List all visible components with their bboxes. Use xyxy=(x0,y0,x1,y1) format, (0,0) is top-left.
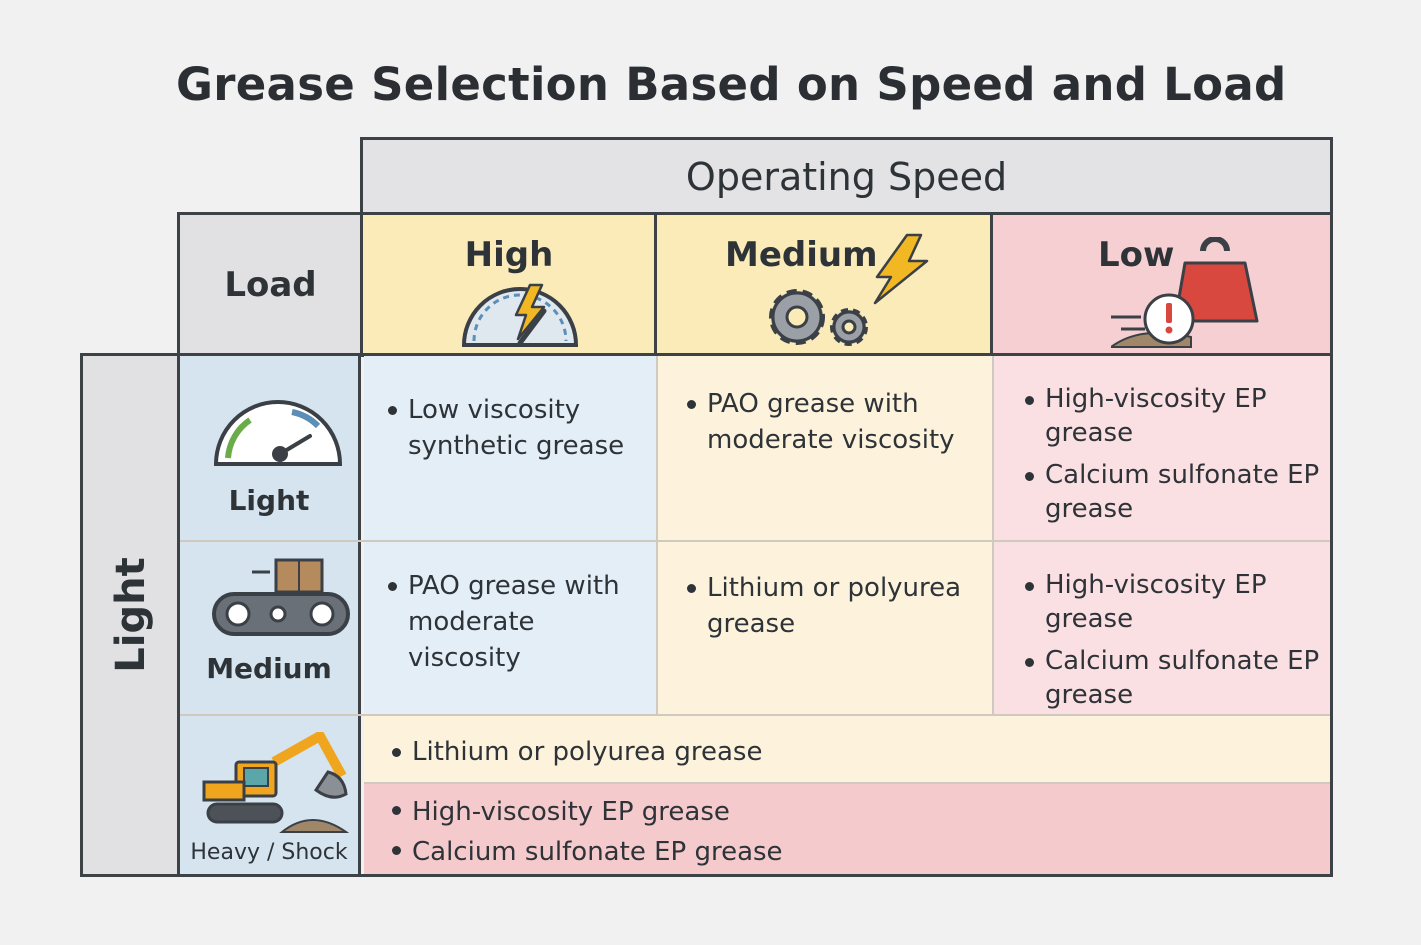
column-high-label: High xyxy=(464,235,554,275)
gears-lightning-icon xyxy=(769,233,929,346)
divider xyxy=(180,540,1330,542)
excavator-icon xyxy=(202,732,350,833)
cell-light-low: High-viscosity EP grease Calcium sulfona… xyxy=(993,356,1330,540)
row-label-heavy-shock: Heavy / Shock xyxy=(190,840,348,865)
side-load-label: Light xyxy=(80,353,181,877)
column-header-high: High xyxy=(360,212,658,357)
speedometer-lightning-icon xyxy=(461,283,579,347)
divider xyxy=(180,714,1330,716)
list-item: Low viscosity synthetic grease xyxy=(386,392,647,464)
operating-speed-label: Operating Speed xyxy=(685,154,1008,199)
cell-light-medium: PAO grease with moderate viscosity xyxy=(657,356,993,540)
load-label: Load xyxy=(224,264,317,305)
column-medium-label: Medium xyxy=(725,235,878,275)
list-item: Calcium sulfonate EP grease xyxy=(1023,644,1322,712)
grid-frame: Light Medium Heavy / Shock Low viscosity… xyxy=(177,353,1333,877)
list-item: High-viscosity EP grease xyxy=(390,792,1320,832)
band-heavy-medium-speed: Lithium or polyurea grease xyxy=(364,716,1330,782)
list-item: Lithium or polyurea grease xyxy=(390,734,1320,770)
list-item: PAO grease with moderate viscosity xyxy=(386,568,637,676)
row-header-column: Light Medium Heavy / Shock xyxy=(180,356,361,874)
side-label-text: Light xyxy=(107,557,154,673)
operating-speed-header: Operating Speed xyxy=(360,137,1333,216)
cell-medium-low: High-viscosity EP grease Calcium sulfona… xyxy=(993,542,1330,714)
column-low-label: Low xyxy=(1098,235,1175,275)
row-label-medium: Medium xyxy=(206,652,332,685)
column-header-medium: Medium xyxy=(654,212,994,357)
list-item: Lithium or polyurea grease xyxy=(685,570,979,642)
divider xyxy=(992,356,994,714)
column-header-low: Low xyxy=(990,212,1333,357)
conveyor-box-icon xyxy=(212,558,350,636)
cell-medium-medium: Lithium or polyurea grease xyxy=(657,542,993,714)
cell-medium-high: PAO grease with moderate viscosity xyxy=(364,542,657,714)
list-item: High-viscosity EP grease xyxy=(1023,568,1322,636)
gauge-icon xyxy=(213,400,343,466)
list-item: High-viscosity EP grease xyxy=(1023,382,1322,450)
band-heavy-low-speed: High-viscosity EP grease Calcium sulfona… xyxy=(364,784,1330,874)
divider xyxy=(364,782,1330,784)
load-header: Load xyxy=(177,212,364,357)
page-title: Grease Selection Based on Speed and Load xyxy=(176,58,1287,111)
list-item: Calcium sulfonate EP grease xyxy=(1023,458,1322,526)
cell-light-high: Low viscosity synthetic grease xyxy=(364,356,657,540)
list-item: Calcium sulfonate EP grease xyxy=(390,832,1320,872)
weight-warning-icon xyxy=(1111,237,1259,348)
divider xyxy=(656,356,658,714)
row-label-light: Light xyxy=(228,484,310,517)
list-item: PAO grease with moderate viscosity xyxy=(685,386,979,458)
